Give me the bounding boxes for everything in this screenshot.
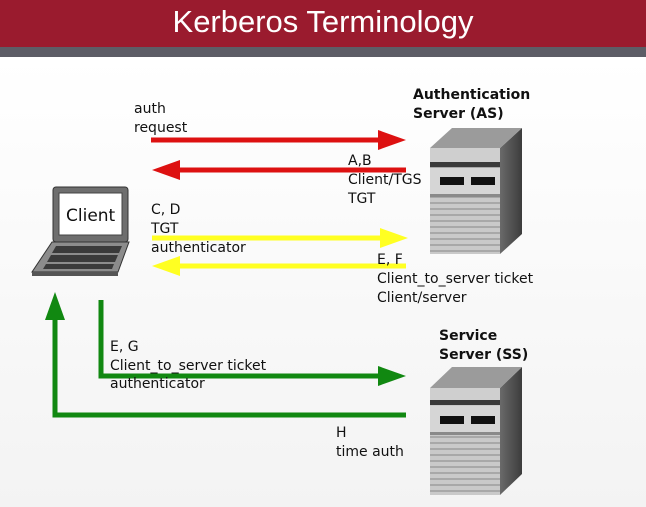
msg-auth-line1: auth [134, 101, 166, 117]
msg-ef-line3: Client/server [377, 290, 467, 306]
title-underline-band [0, 47, 646, 57]
msg-ab-line3: TGT [348, 191, 376, 207]
ss-label-line1: Service [439, 328, 498, 344]
arrow-h-reply [45, 292, 406, 418]
msg-h-line1: H [336, 425, 347, 441]
msg-cd-line3: authenticator [151, 240, 246, 256]
msg-ab-line2: Client/TGS [348, 172, 422, 188]
msg-ab-line1: A,B [348, 153, 372, 169]
msg-eg-line1: E, G [110, 339, 139, 355]
as-label-line1: Authentication [413, 87, 531, 103]
server-tower-icon [430, 367, 522, 495]
arrow-ab-reply [152, 160, 406, 180]
client-label: Client [66, 206, 116, 226]
msg-cd-line2: TGT [151, 221, 179, 237]
arrow-ef-reply [152, 256, 406, 276]
msg-h-line2: time auth [336, 444, 404, 460]
slide-background [0, 57, 646, 507]
as-label-line2: Server (AS) [413, 106, 504, 122]
msg-ef-line2: Client_to_server ticket [377, 271, 534, 287]
arrow-auth-request [151, 130, 406, 150]
msg-eg-line2: Client_to_server ticket [110, 358, 267, 374]
msg-auth-line2: request [134, 120, 188, 136]
slide-title: Kerberos Terminology [172, 4, 474, 39]
title-bar: Kerberos Terminology [0, 0, 646, 47]
arrow-eg-request [98, 300, 406, 386]
laptop-icon [31, 186, 130, 276]
msg-eg-line3: authenticator [110, 376, 205, 392]
msg-ef-line1: E, F [377, 252, 403, 268]
msg-cd-line1: C, D [151, 202, 181, 218]
arrow-cd-request [152, 228, 408, 248]
ss-label-line2: Server (SS) [439, 347, 529, 363]
server-tower-icon [430, 128, 522, 254]
